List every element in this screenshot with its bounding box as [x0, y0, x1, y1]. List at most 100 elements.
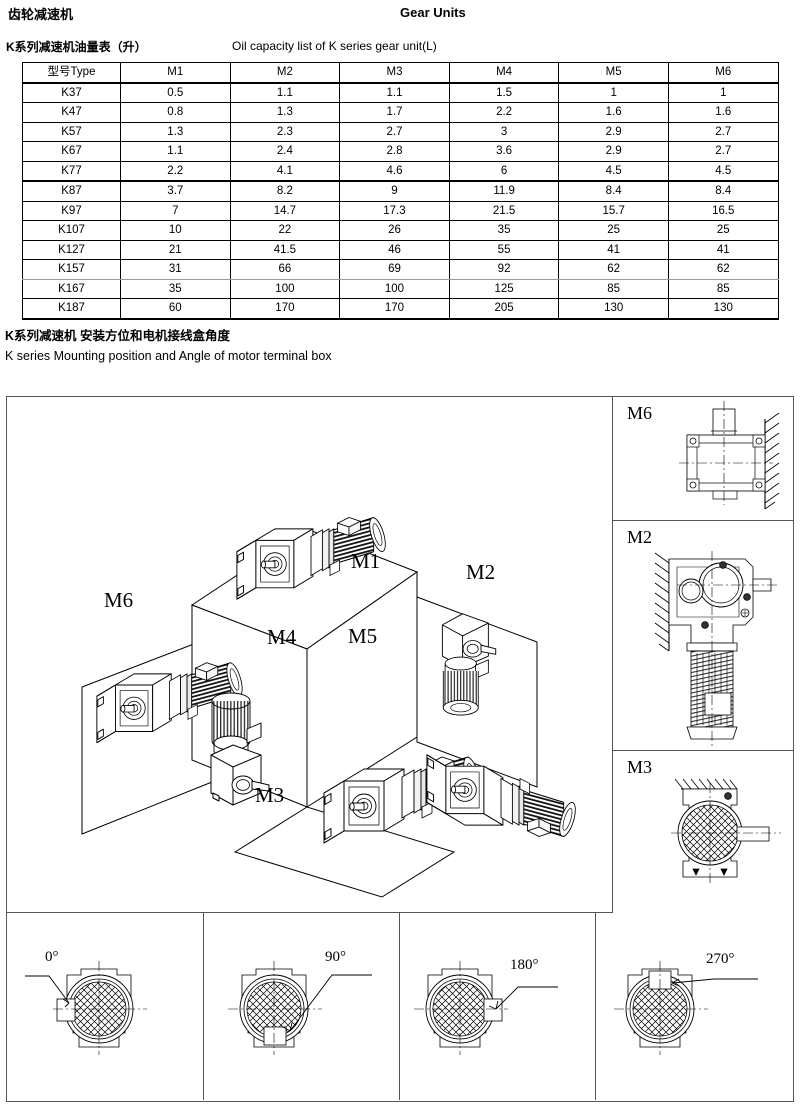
cell-m1: 3.7: [120, 180, 231, 202]
cell-m4: 1.5: [448, 82, 560, 103]
cell-m2: 1.1: [229, 82, 341, 103]
cell-m3: 100: [339, 278, 450, 299]
cell-m3: 1.1: [339, 82, 450, 103]
cell-m5: 41: [558, 239, 669, 260]
cell-type: K57: [22, 121, 121, 142]
angle-label-270: 270°: [706, 951, 735, 967]
cell-m2: 1.3: [229, 102, 341, 123]
angle-90-svg: [228, 961, 372, 1055]
cell-m5: 130: [558, 298, 669, 320]
column-header-m4: M4: [448, 62, 560, 84]
cell-m6: 130: [667, 298, 779, 320]
cell-m6: 1.6: [667, 102, 779, 123]
cell-m1: 21: [120, 239, 231, 260]
column-header-m6: M6: [667, 62, 779, 84]
column-header-m3: M3: [339, 62, 450, 84]
cell-m5: 2.9: [558, 141, 669, 162]
iso-label-m5: M5: [348, 624, 378, 648]
cell-m4: 125: [448, 278, 560, 299]
cell-m5: 85: [558, 278, 669, 299]
cell-m2: 2.3: [229, 121, 341, 142]
cell-m1: 10: [120, 220, 231, 241]
cell-m5: 15.7: [558, 200, 669, 221]
detail-m3-svg: [671, 778, 781, 885]
cell-m5: 8.4: [558, 180, 669, 202]
angle-view-270: 270°: [596, 913, 793, 1100]
document-title-chinese: 齿轮减速机: [8, 7, 74, 22]
cell-m6: 8.4: [667, 180, 779, 202]
iso-label-m1: M1: [351, 549, 381, 573]
mounting-figure-frame: M1 M2 M3 M4 M5 M6 M6: [6, 396, 794, 1102]
detail-m6-svg: [679, 401, 780, 510]
angle-label-180: 180°: [510, 957, 539, 973]
cell-m3: 69: [339, 259, 450, 280]
angle-view-0: 0°: [7, 913, 204, 1100]
cell-type: K167: [22, 278, 121, 299]
cell-m2: 8.2: [229, 180, 341, 202]
cell-m2: 170: [229, 298, 341, 320]
isometric-cube-svg: [81, 515, 580, 898]
cell-m5: 62: [558, 259, 669, 280]
detail-view-m6: M6: [613, 397, 793, 521]
oil-capacity-caption-chinese: K系列减速机油量表（升）: [6, 40, 147, 54]
angle-label-0: 0°: [45, 949, 59, 965]
cell-m4: 35: [448, 220, 560, 241]
cell-m2: 100: [229, 278, 341, 299]
cell-m1: 60: [120, 298, 231, 320]
detail-views-column: M6: [613, 397, 793, 913]
detail-label-m3: M3: [627, 757, 653, 777]
cell-m2: 14.7: [229, 200, 341, 221]
angle-0-svg: [25, 961, 147, 1055]
cell-m6: 41: [667, 239, 779, 260]
cell-m4: 6: [448, 160, 560, 182]
isometric-mounting-diagram: M1 M2 M3 M4 M5 M6: [7, 397, 613, 913]
oil-capacity-caption-english: Oil capacity list of K series gear unit(…: [232, 39, 437, 53]
angle-view-90: 90°: [204, 913, 400, 1100]
cell-m1: 2.2: [120, 160, 231, 182]
cell-m4: 92: [448, 259, 560, 280]
iso-label-m3: M3: [255, 783, 285, 807]
angle-180-svg: [414, 961, 558, 1055]
cell-m3: 17.3: [339, 200, 450, 221]
cell-m4: 3: [448, 121, 560, 142]
cell-m2: 2.4: [229, 141, 341, 162]
cell-m2: 66: [229, 259, 341, 280]
cell-type: K37: [22, 82, 121, 103]
angle-270-svg: [614, 961, 758, 1055]
detail-view-m2: M2: [613, 521, 793, 751]
cell-m3: 1.7: [339, 102, 450, 123]
cell-m3: 9: [339, 180, 450, 202]
cell-m4: 2.2: [448, 102, 560, 123]
column-header-m5: M5: [558, 62, 669, 84]
cell-m5: 25: [558, 220, 669, 241]
cell-type: K157: [22, 259, 121, 280]
cell-m5: 1.6: [558, 102, 669, 123]
cell-m3: 4.6: [339, 160, 450, 182]
angle-view-180: 180°: [400, 913, 596, 1100]
cell-m3: 46: [339, 239, 450, 260]
cell-type: K87: [22, 180, 121, 202]
iso-cube: [190, 528, 419, 808]
cell-m4: 205: [448, 298, 560, 320]
cell-m6: 4.5: [667, 160, 779, 182]
cell-m5: 4.5: [558, 160, 669, 182]
column-header-m1: M1: [120, 62, 231, 84]
cell-type: K127: [22, 239, 121, 260]
table-header-row: 型号Type M1 M2 M3 M4 M5 M6: [22, 62, 779, 84]
column-header-m2: M2: [229, 62, 341, 84]
cell-m1: 0.5: [120, 82, 231, 103]
cell-type: K47: [22, 102, 121, 123]
cell-m6: 85: [667, 278, 779, 299]
cell-m6: 1: [667, 82, 779, 103]
